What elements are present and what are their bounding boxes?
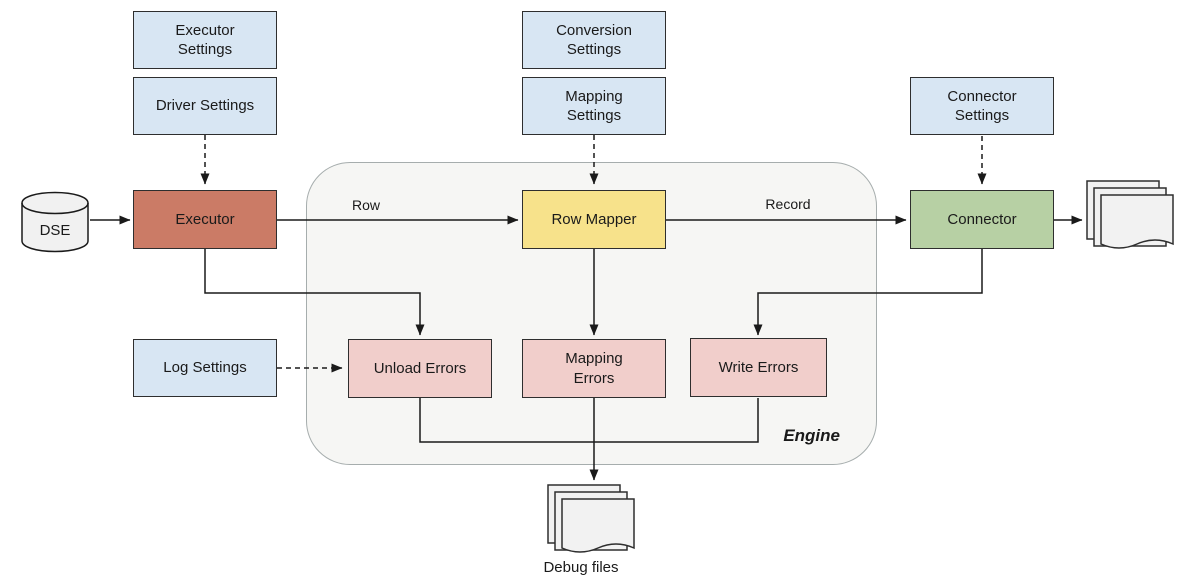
dse-label: DSE xyxy=(39,222,71,239)
log-settings-box: Log Settings xyxy=(133,339,277,397)
executor-box: Executor xyxy=(133,190,277,249)
dse-database-icon xyxy=(21,191,89,253)
mapping-settings-box: Mapping Settings xyxy=(522,77,666,135)
debug-files-icon xyxy=(547,484,635,553)
mapping-errors-label: Mapping Errors xyxy=(565,350,623,387)
unload-errors-box: Unload Errors xyxy=(348,339,492,398)
log-settings-label: Log Settings xyxy=(163,359,247,377)
row-mapper-box: Row Mapper xyxy=(522,190,666,249)
mapping-settings-label: Mapping Settings xyxy=(565,87,623,125)
write-errors-box: Write Errors xyxy=(690,338,827,397)
mapping-errors-box: Mapping Errors xyxy=(522,339,666,398)
unload-errors-label: Unload Errors xyxy=(373,359,467,377)
output-files-icon xyxy=(1086,180,1174,249)
connector-settings-label: Connector Settings xyxy=(947,87,1017,125)
connector-settings-box: Connector Settings xyxy=(910,77,1054,135)
conversion-settings-label: Conversion Settings xyxy=(556,21,632,59)
conversion-settings-box: Conversion Settings xyxy=(522,11,666,69)
row-edge-label: Row xyxy=(351,197,380,213)
executor-label: Executor xyxy=(175,210,235,228)
engine-label: Engine xyxy=(783,426,840,445)
connector-box: Connector xyxy=(910,190,1054,249)
write-errors-label: Write Errors xyxy=(718,358,799,376)
record-edge-label: Record xyxy=(765,196,811,212)
driver-settings-label: Driver Settings xyxy=(155,97,255,115)
debug-files-label: Debug files xyxy=(543,559,619,576)
driver-settings-box: Driver Settings xyxy=(133,77,277,135)
row-mapper-label: Row Mapper xyxy=(551,210,637,228)
connector-label: Connector xyxy=(947,210,1017,228)
executor-settings-box: Executor Settings xyxy=(133,11,277,69)
executor-settings-label: Executor Settings xyxy=(175,21,235,59)
